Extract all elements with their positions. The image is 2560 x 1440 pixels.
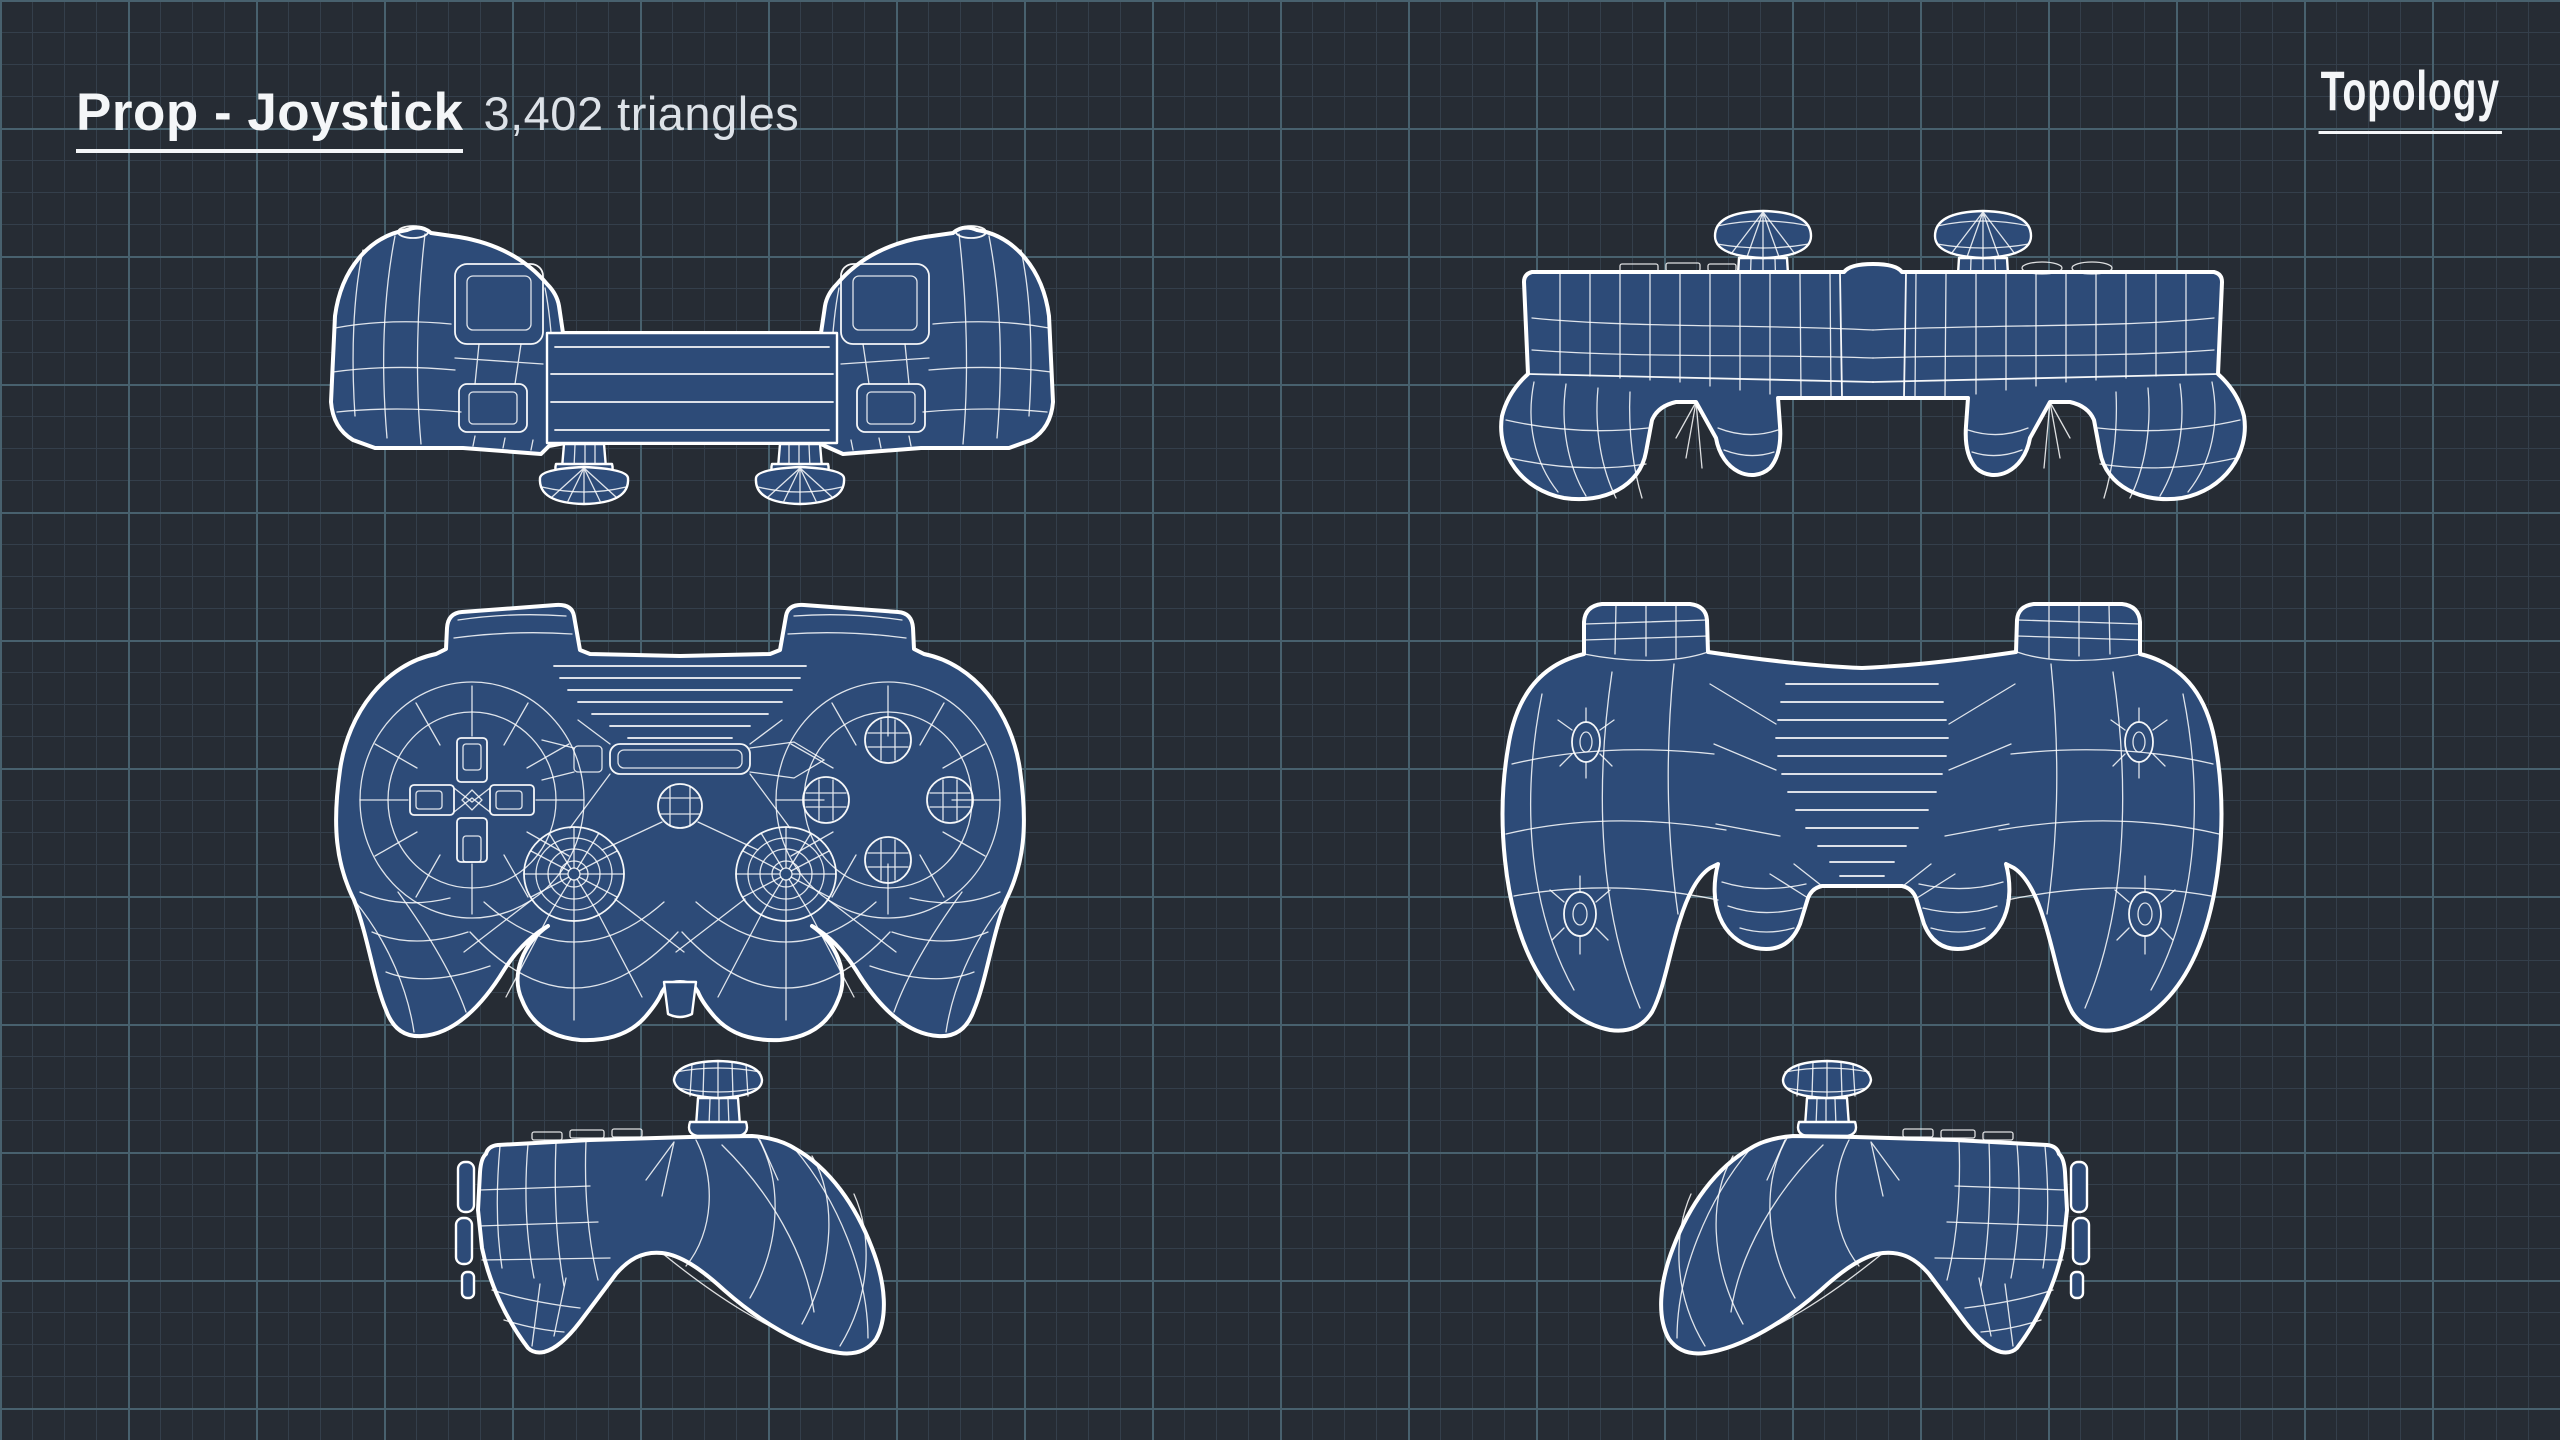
front-view-center-tab — [662, 980, 698, 1019]
side-view-body-group — [454, 1059, 886, 1356]
rear-top-left-half — [1505, 272, 1874, 499]
view-front — [302, 592, 1058, 1060]
front-view-top-stripes — [553, 665, 807, 739]
rear-top-view-wireframe — [1499, 209, 2247, 502]
top-view-wireframe — [329, 224, 1055, 506]
triangle-count: 3,402 triangles — [483, 87, 800, 140]
left-side-view-wireframe — [454, 1059, 886, 1356]
view-back — [1484, 584, 2241, 1044]
dpad — [409, 737, 535, 863]
front-view-wireframe — [334, 602, 1026, 1043]
header: Prop - Joystick 3,402 triangles — [76, 82, 799, 153]
view-rear-top — [1470, 206, 2270, 509]
face-buttons — [802, 716, 974, 884]
front-view-body — [334, 602, 1026, 1043]
center-cluster — [541, 719, 826, 851]
front-view-left-half — [353, 614, 685, 1033]
back-view-stripes — [1775, 683, 1949, 877]
corner-label: Topology — [2318, 58, 2502, 134]
back-view-wireframe — [1500, 602, 2224, 1033]
back-view-body — [1500, 602, 2224, 1033]
right-side-view-wireframe — [1659, 1059, 2091, 1356]
back-view-left-half — [1505, 603, 1823, 1009]
view-top — [309, 206, 1075, 506]
top-view-front-bar — [545, 331, 839, 445]
view-left-side — [440, 1050, 915, 1375]
view-right-side — [1630, 1050, 2105, 1375]
rear-top-edge-tabs — [1619, 261, 2113, 275]
page-title: Prop - Joystick — [76, 82, 464, 153]
